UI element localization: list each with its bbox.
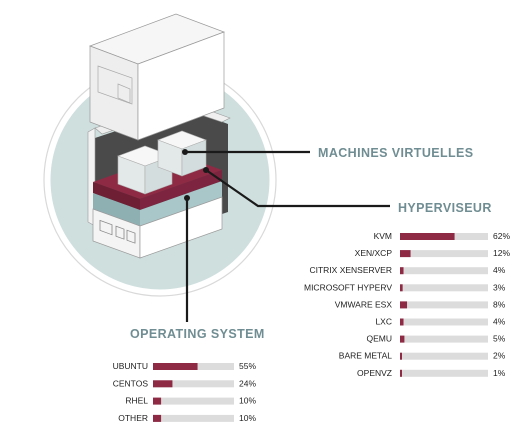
category-label: OTHER [118,413,148,423]
category-label: QEMU [367,334,393,344]
bar-track [153,397,234,405]
bar-track [400,284,488,292]
bar-track [400,250,488,258]
value-label: 4% [493,265,506,275]
value-label: 55% [239,361,256,371]
operating-system-label: OPERATING SYSTEM [130,327,265,341]
os-layer-right [140,181,222,226]
host-base-right [139,196,223,259]
hyp-callout-line [205,169,390,208]
category-label: LXC [375,317,392,327]
bar [400,284,403,292]
value-label: 2% [493,351,506,361]
vm-callout-dot [182,149,188,155]
value-label: 1% [493,368,506,378]
bar [400,335,405,343]
bar-track [400,335,488,343]
bar-track [400,267,488,275]
bar-track [400,352,488,360]
bar [153,414,162,422]
bar-track [153,380,234,388]
lid-right [137,31,225,141]
bar [153,380,173,388]
hypervisor-label: HYPERVISEUR [398,201,492,215]
value-label: 4% [493,317,506,327]
value-label: 12% [493,248,510,258]
lid-panel [97,65,133,105]
bar-track [400,318,488,326]
value-label: 24% [239,378,256,388]
bar [400,369,402,377]
category-label: KVM [374,231,392,241]
bar [153,397,162,405]
category-label: UBUNTU [113,361,148,371]
value-label: 10% [239,413,256,423]
category-label: XEN/XCP [355,248,393,258]
bar-track [400,301,488,309]
os-bar-chart: UBUNTU 55% CENTOS 24% RHEL 10% OTHER 10% [113,361,257,423]
virtual-machines-label: MACHINES VIRTUELLES [318,146,474,160]
hypervisor-bar-chart: KVM 62% XEN/XCP 12% CITRIX XENSERVER 4% MICROS… [304,231,510,378]
bar-track [153,414,234,422]
value-label: 5% [493,334,506,344]
host-slot [126,229,136,244]
bar [400,267,404,275]
bar [400,318,404,326]
hypervisor-layer-right [140,170,222,210]
category-label: VMWARE ESX [335,299,393,309]
bar [153,363,198,370]
value-label: 3% [493,282,506,292]
value-label: 10% [239,396,256,406]
hypervisor-layer-left [93,182,140,210]
bar [400,301,408,309]
bar [400,233,455,240]
lid-panel [117,83,131,104]
host-slot [99,219,113,236]
category-label: MICROSOFT HYPERV [304,282,392,292]
bar [400,250,411,258]
category-label: RHEL [125,396,148,406]
bar-track [400,369,488,377]
host-slot [115,225,125,240]
category-label: CENTOS [113,378,149,388]
os-layer-left [93,193,140,226]
os-callout-dot [184,195,190,201]
hyp-callout-dot [203,167,209,173]
value-label: 8% [493,299,506,309]
category-label: CITRIX XENSERVER [309,265,392,275]
value-label: 62% [493,231,510,241]
bar [400,352,402,360]
category-label: OPENVZ [357,368,392,378]
category-label: BARE METAL [339,351,392,361]
